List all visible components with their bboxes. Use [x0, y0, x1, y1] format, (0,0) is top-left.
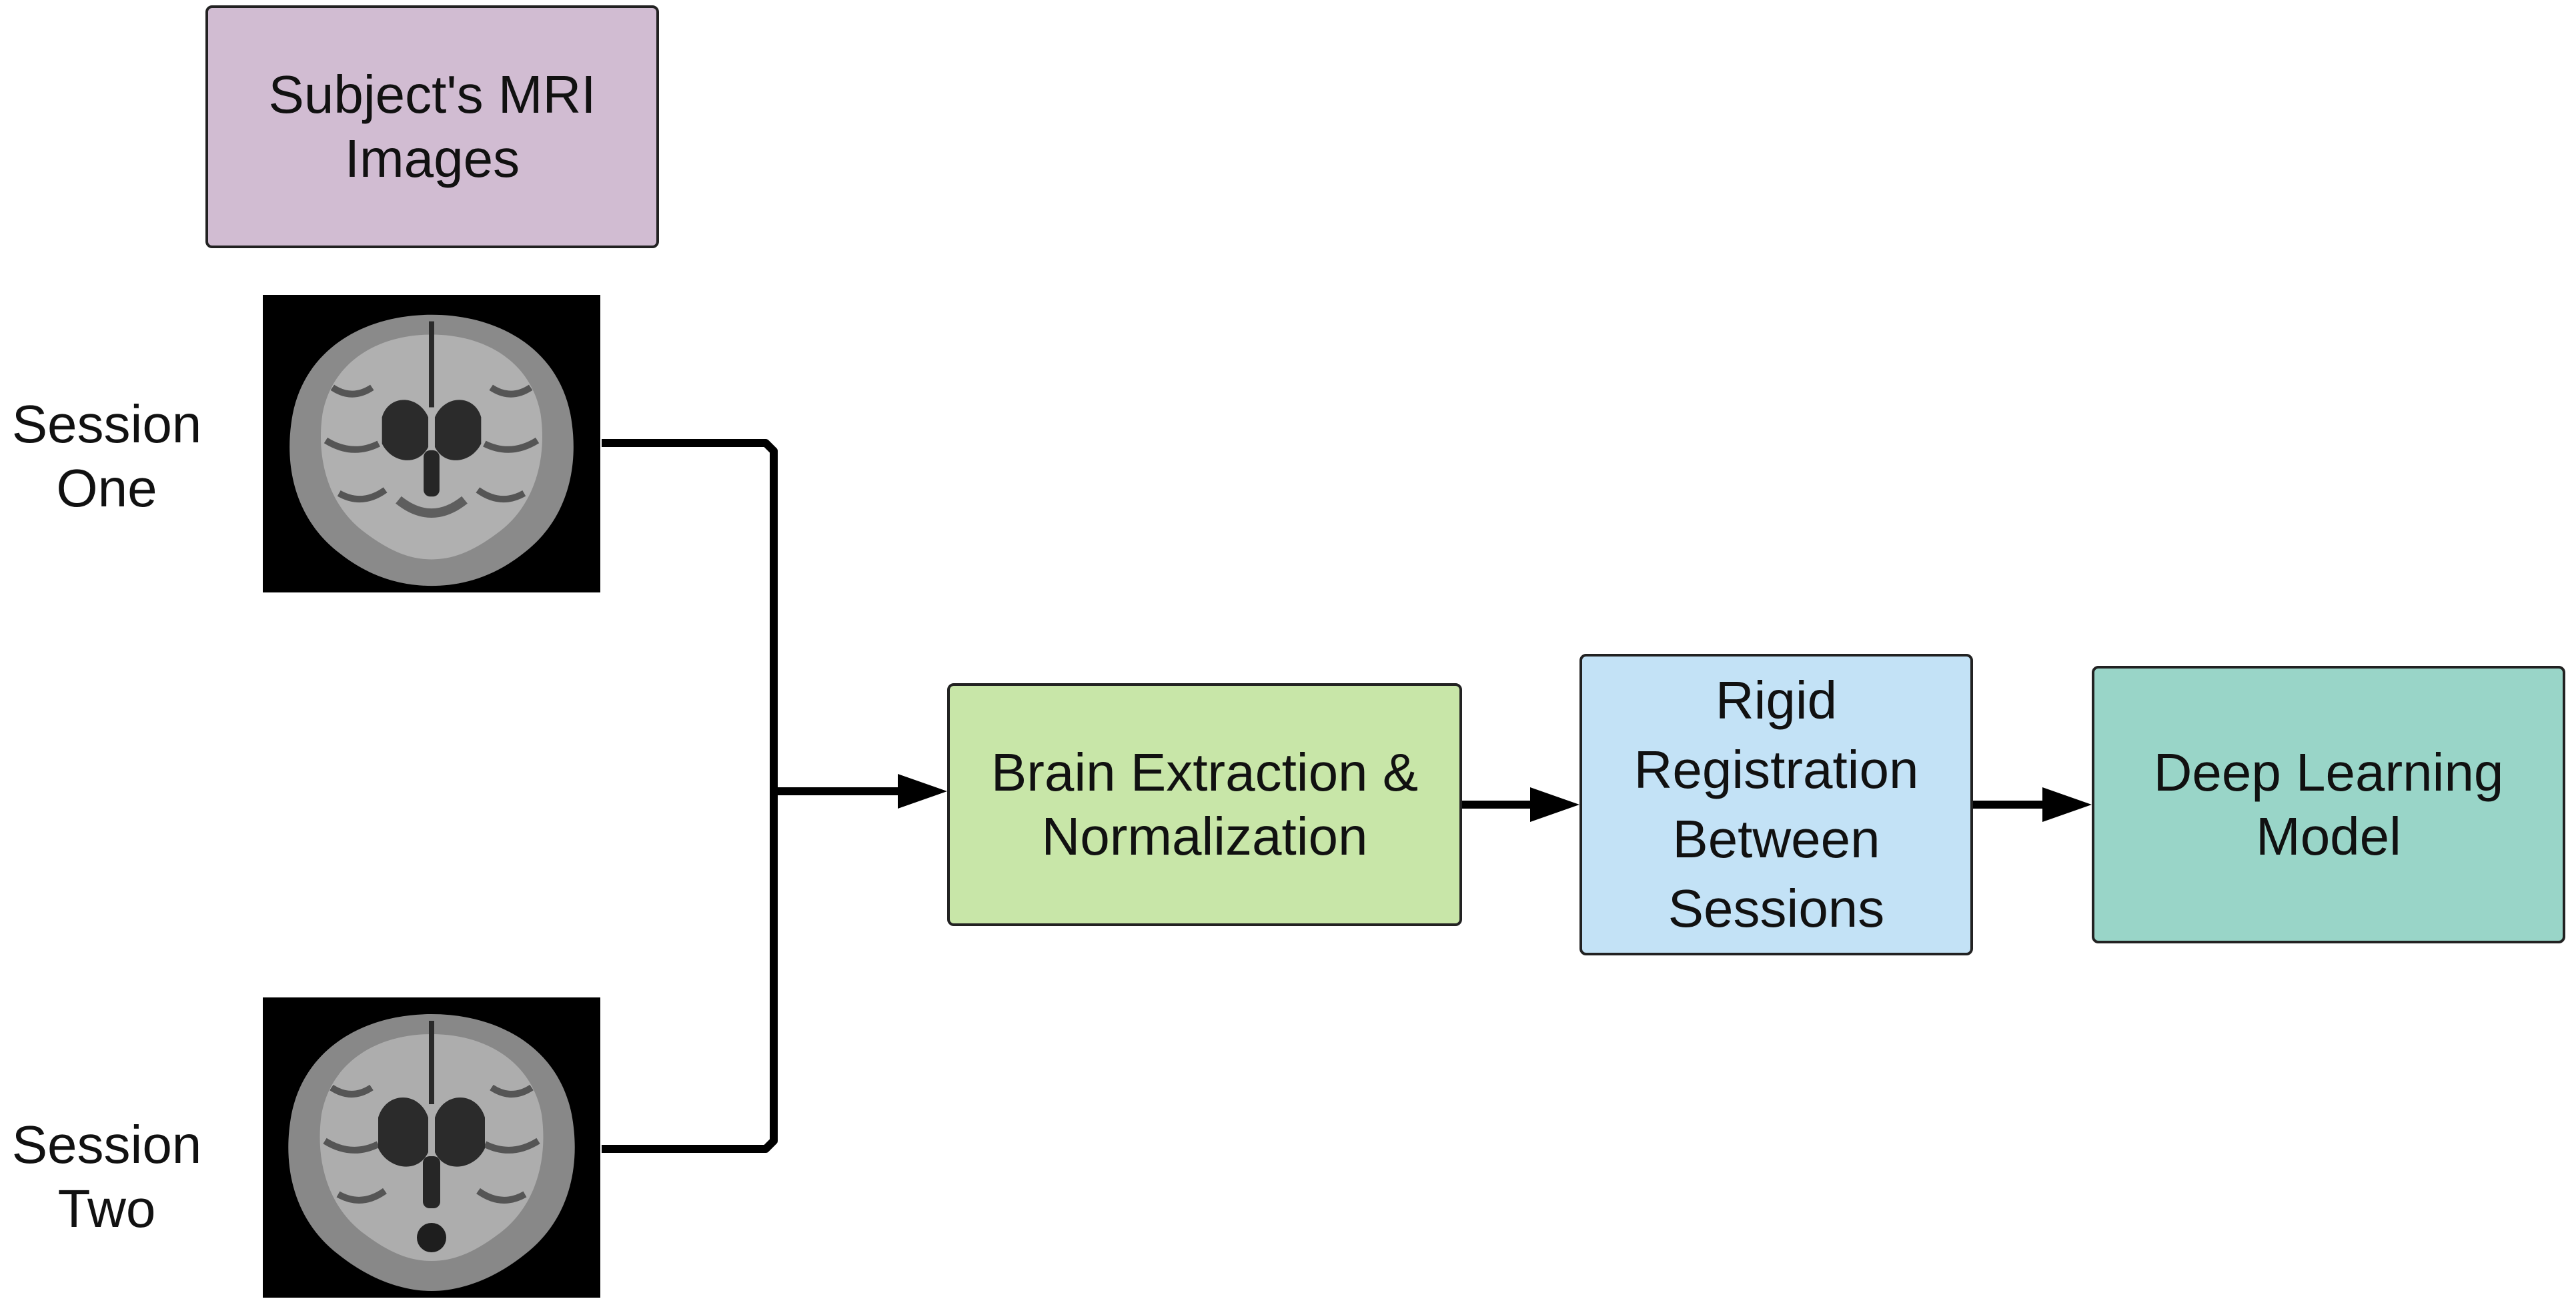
session-one-mri-image — [263, 295, 600, 592]
session-two-mri-image — [263, 997, 600, 1298]
edge-session-one-to-merge — [602, 439, 778, 791]
session-one-label: Session One — [11, 394, 202, 518]
deep-learning-model-node: Deep Learning Model — [2092, 666, 2565, 943]
arrowhead-to-model — [2042, 787, 2092, 822]
rigid-registration-node: Rigid Registration Between Sessions — [1579, 654, 1973, 955]
brain-mri-icon — [265, 997, 598, 1298]
input-node: Subject's MRI Images — [205, 5, 659, 248]
brain-extraction-node: Brain Extraction & Normalization — [947, 683, 1462, 926]
brain-mri-icon — [266, 295, 597, 592]
session-two-label: Session Two — [11, 1115, 202, 1238]
arrowhead-to-extraction — [898, 774, 947, 809]
arrowhead-to-registration — [1530, 787, 1579, 822]
edge-session-two-to-merge — [602, 791, 778, 1153]
